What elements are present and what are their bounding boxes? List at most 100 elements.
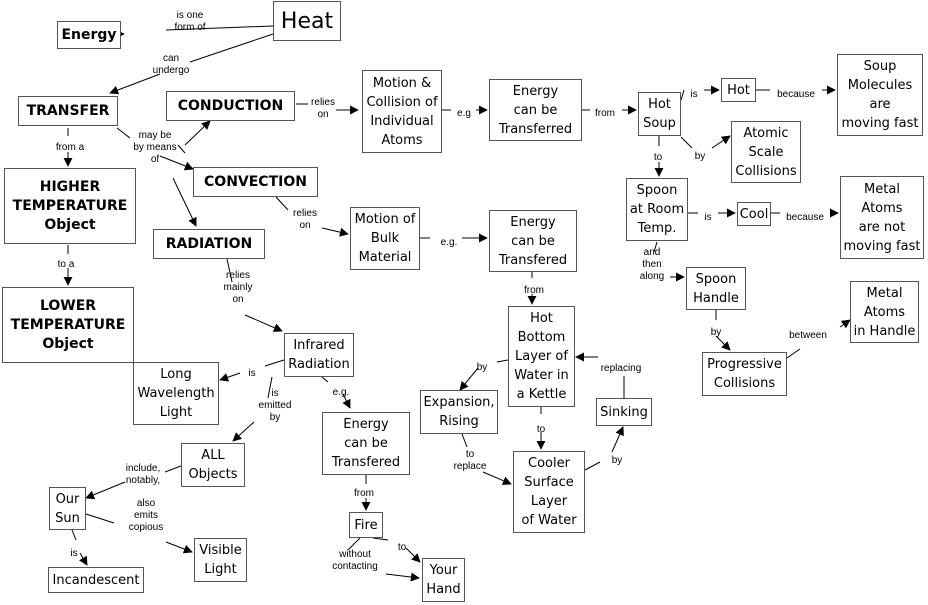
link-label-by-expansion: by bbox=[477, 362, 488, 373]
connector-62 bbox=[85, 481, 126, 500]
connector-34 bbox=[715, 335, 731, 351]
node-hot-soup: Hot Soup bbox=[638, 92, 681, 136]
connector-3 bbox=[109, 73, 161, 95]
connector-0 bbox=[165, 25, 274, 31]
node-long-wavelength-light: Long Wavelength Light bbox=[133, 362, 219, 425]
node-hot: Hot bbox=[721, 78, 756, 102]
link-label-is-incandescent: is bbox=[70, 548, 77, 559]
node-energy-can-be-transferred-conduction: Energy can be Transferred bbox=[489, 79, 582, 141]
connector-31 bbox=[653, 241, 658, 253]
connector-63 bbox=[71, 529, 77, 541]
connector-66 bbox=[165, 541, 193, 554]
node-conduction: CONDUCTION bbox=[166, 91, 295, 121]
link-label-to-hand: to bbox=[398, 542, 407, 553]
node-sinking: Sinking bbox=[596, 398, 652, 426]
connector-65 bbox=[85, 513, 115, 524]
connector-70 bbox=[405, 547, 421, 563]
link-label-include-notably: include,notably, bbox=[126, 463, 160, 486]
connector-45 bbox=[461, 433, 468, 448]
link-label-eg-conv: e.g. bbox=[441, 237, 458, 248]
node-metal-atoms-in-handle: Metal Atoms in Handle bbox=[850, 281, 919, 343]
node-spoon-at-room-temp: Spoon at Room Temp. bbox=[626, 178, 688, 241]
link-label-from-rad: from bbox=[354, 488, 374, 499]
connector-19 bbox=[680, 89, 685, 101]
node-fire: Fire bbox=[349, 512, 383, 538]
connector-57 bbox=[267, 376, 273, 399]
node-soup-molecules-moving-fast: Soup Molecules are moving fast bbox=[837, 54, 923, 136]
link-label-eg-cond: e.g bbox=[457, 108, 471, 119]
link-label-by-progressive: by bbox=[711, 327, 722, 338]
link-label-eg-rad: e.g. bbox=[333, 387, 350, 398]
node-spoon-handle: Spoon Handle bbox=[686, 267, 746, 310]
node-visible-light: Visible Light bbox=[194, 538, 247, 582]
node-infrared-radiation: Infrared Radiation bbox=[284, 333, 354, 377]
connector-56 bbox=[219, 372, 241, 382]
link-label-replacing: replacing bbox=[601, 363, 642, 374]
connector-36 bbox=[839, 319, 851, 329]
node-your-hand: Your Hand bbox=[422, 558, 465, 602]
node-incandescent: Incandescent bbox=[48, 567, 144, 593]
node-motion-collision-atoms: Motion & Collision of Individual Atoms bbox=[362, 70, 442, 153]
connector-59 bbox=[321, 376, 329, 383]
node-our-sun: Our Sun bbox=[49, 487, 86, 530]
link-label-because-cool: because bbox=[786, 212, 824, 223]
node-energy-can-be-transfered-convection: Energy can be Transfered bbox=[489, 210, 577, 272]
node-cool: Cool bbox=[737, 202, 771, 226]
link-label-between: between bbox=[789, 330, 827, 341]
node-heat: Heat bbox=[273, 1, 341, 41]
connector-50 bbox=[611, 426, 624, 453]
connector-43 bbox=[496, 359, 509, 363]
node-hot-bottom-layer-kettle: Hot Bottom Layer of Water in a Kettle bbox=[508, 306, 575, 407]
connector-12 bbox=[184, 120, 211, 146]
connector-64 bbox=[79, 552, 88, 566]
connector-71 bbox=[347, 537, 361, 551]
connector-26 bbox=[711, 135, 731, 149]
connector-38 bbox=[321, 227, 349, 237]
link-label-to-a: to a bbox=[58, 259, 75, 270]
connector-25 bbox=[680, 136, 693, 149]
connector-10 bbox=[177, 144, 186, 154]
node-energy: Energy bbox=[57, 21, 121, 49]
connector-60 bbox=[342, 393, 351, 409]
connector-46 bbox=[482, 471, 512, 485]
link-label-from-a: from a bbox=[56, 142, 85, 153]
node-convection: CONVECTION bbox=[193, 167, 318, 197]
link-label-is-long: is bbox=[248, 368, 255, 379]
connector-8 bbox=[116, 127, 131, 139]
node-higher-temperature-object: HIGHER TEMPERATURE Object bbox=[4, 168, 136, 244]
link-label-is-hot: is bbox=[690, 89, 697, 100]
connector-53 bbox=[226, 258, 233, 283]
connector-61 bbox=[164, 465, 182, 473]
connector-11 bbox=[172, 177, 197, 227]
link-label-to-spoon: to bbox=[654, 152, 663, 163]
link-label-from-conv: from bbox=[524, 285, 544, 296]
node-atomic-scale-collisions: Atomic Scale Collisions bbox=[731, 121, 801, 183]
link-label-from-cond: from bbox=[595, 108, 615, 119]
connector-37 bbox=[275, 196, 289, 211]
connector-72 bbox=[385, 572, 420, 582]
connector-9 bbox=[159, 155, 194, 171]
node-lower-temperature-object: LOWER TEMPERATURE Object bbox=[2, 287, 134, 363]
link-label-because-hot: because bbox=[777, 89, 815, 100]
connector-44 bbox=[459, 367, 479, 391]
connector-49 bbox=[584, 461, 601, 471]
link-label-by-sinking: by bbox=[612, 455, 623, 466]
node-radiation: RADIATION bbox=[153, 229, 265, 259]
node-energy-can-be-transfered-radiation: Energy can be Transfered bbox=[322, 412, 410, 475]
connector-35 bbox=[786, 348, 801, 359]
node-cooler-surface-layer-water: Cooler Surface Layer of Water bbox=[513, 451, 585, 533]
connector-69 bbox=[372, 537, 389, 541]
link-label-is-cool: is bbox=[704, 212, 711, 223]
connector-58 bbox=[232, 421, 255, 442]
connector-55 bbox=[264, 359, 285, 367]
